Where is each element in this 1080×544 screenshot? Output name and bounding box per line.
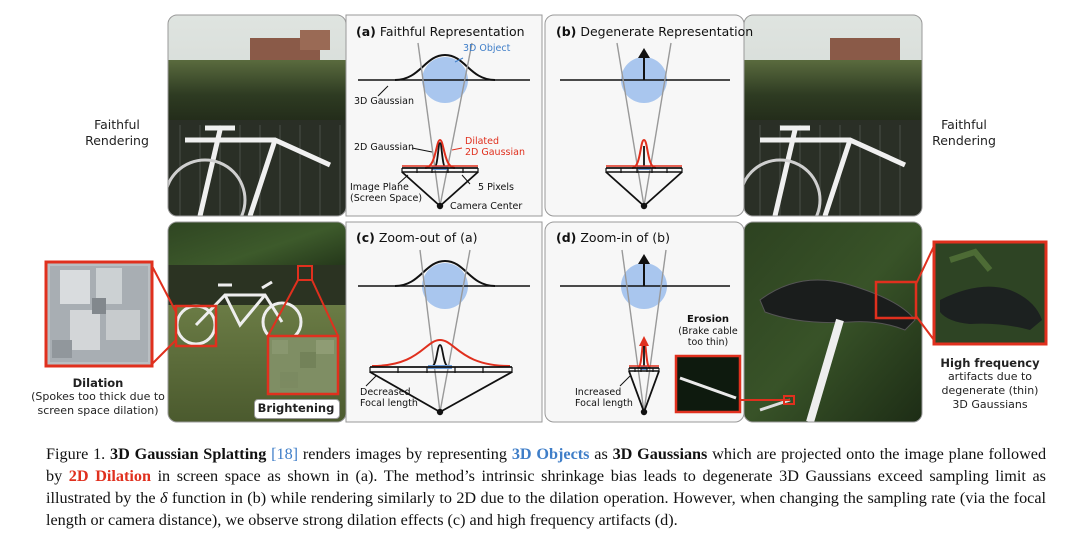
- panel-b-title-text: Degenerate Representation: [580, 24, 754, 39]
- panel-b-title: (b) Degenerate Representation: [556, 24, 753, 39]
- caption-t4: as: [594, 445, 608, 463]
- panel-d-title: (d) Zoom-in of (b): [556, 230, 670, 245]
- dilation-inset: [44, 260, 218, 368]
- label-2d-gaussian: 2D Gaussian: [354, 142, 414, 153]
- photo-zoom-out: [168, 222, 346, 422]
- left-top-label: Faithful Rendering: [85, 117, 149, 148]
- caption-delta: δ: [159, 489, 168, 507]
- caption-t6: which are projected onto the image plane…: [46, 445, 1047, 485]
- panel-a-letter: (a): [356, 24, 376, 39]
- caption-2d-dilation: 2D Dilation: [68, 467, 151, 485]
- label-camera-center: Camera Center: [450, 201, 523, 212]
- caption-t8: in screen space as shown in (a). The met…: [46, 467, 1046, 507]
- hf-title: High frequency: [940, 356, 1040, 370]
- panel-a-title-text: Faithful Representation: [379, 24, 525, 39]
- photo-faithful-right: [744, 15, 922, 216]
- label-dilated-1: Dilated: [465, 136, 500, 147]
- panel-c-title: (c) Zoom-out of (a): [356, 230, 478, 245]
- label-increased-1: Increased: [575, 387, 622, 398]
- high-frequency-inset: [874, 240, 1048, 346]
- panel-d-title-text: Zoom-in of (b): [580, 230, 670, 245]
- dilation-title: Dilation: [72, 376, 124, 390]
- label-increased-2: Focal length: [575, 398, 633, 409]
- caption-3d-objects: 3D Objects: [511, 445, 590, 463]
- panel-b-letter: (b): [556, 24, 577, 39]
- dilation-desc: (Spokes too thick due to screen space di…: [31, 390, 165, 417]
- brightening-label: Brightening: [257, 401, 335, 415]
- label-3d-object: 3D Object: [463, 43, 511, 54]
- label-erosion-title: Erosion: [686, 314, 729, 325]
- diagram-a: [358, 42, 530, 210]
- brightening-inset: [266, 265, 340, 396]
- panel-a-title: (a) Faithful Representation: [356, 24, 525, 39]
- panel-d-letter: (d): [556, 230, 577, 245]
- label-decreased-2: Focal length: [360, 398, 418, 409]
- panel-b: [544, 14, 745, 217]
- label-3d-gaussian: 3D Gaussian: [354, 96, 414, 107]
- photo-zoom-in: [744, 222, 922, 422]
- brightening-badge: [254, 399, 340, 419]
- photo-faithful-left: [168, 15, 346, 216]
- label-erosion-desc-1: (Brake cable: [678, 326, 738, 337]
- hf-desc: artifacts due to degenerate (thin) 3D Ga…: [941, 370, 1039, 411]
- label-dilated-2: 2D Gaussian: [465, 147, 525, 158]
- label-image-plane-2: (Screen Space): [350, 193, 423, 204]
- caption-citation[interactable]: [18]: [271, 445, 299, 463]
- caption-3dgs: 3D Gaussian Splatting: [110, 445, 267, 463]
- diagram-d: [560, 249, 795, 416]
- label-5-pixels: 5 Pixels: [478, 182, 514, 193]
- label-image-plane-1: Image Plane: [350, 182, 409, 193]
- panel-c-title-text: Zoom-out of (a): [378, 230, 478, 245]
- label-decreased-1: Decreased: [360, 387, 411, 398]
- caption-fig: Figure 1.: [46, 445, 106, 463]
- label-erosion-desc-2: too thin): [687, 337, 729, 348]
- figure-1: [44, 14, 1048, 423]
- caption-t9: function in (b) while rendering similarl…: [46, 489, 1047, 529]
- panel-c-letter: (c): [356, 230, 375, 245]
- right-top-label: Faithful Rendering: [932, 117, 996, 148]
- figure-caption: Figure 1. 3D Gaussian Splatting [18] ren…: [46, 443, 1046, 531]
- caption-3d-gaussians: 3D Gaussians: [612, 445, 708, 463]
- caption-t2: renders images by representing: [302, 445, 507, 463]
- diagram-b: [560, 42, 730, 210]
- diagram-c: [358, 249, 530, 416]
